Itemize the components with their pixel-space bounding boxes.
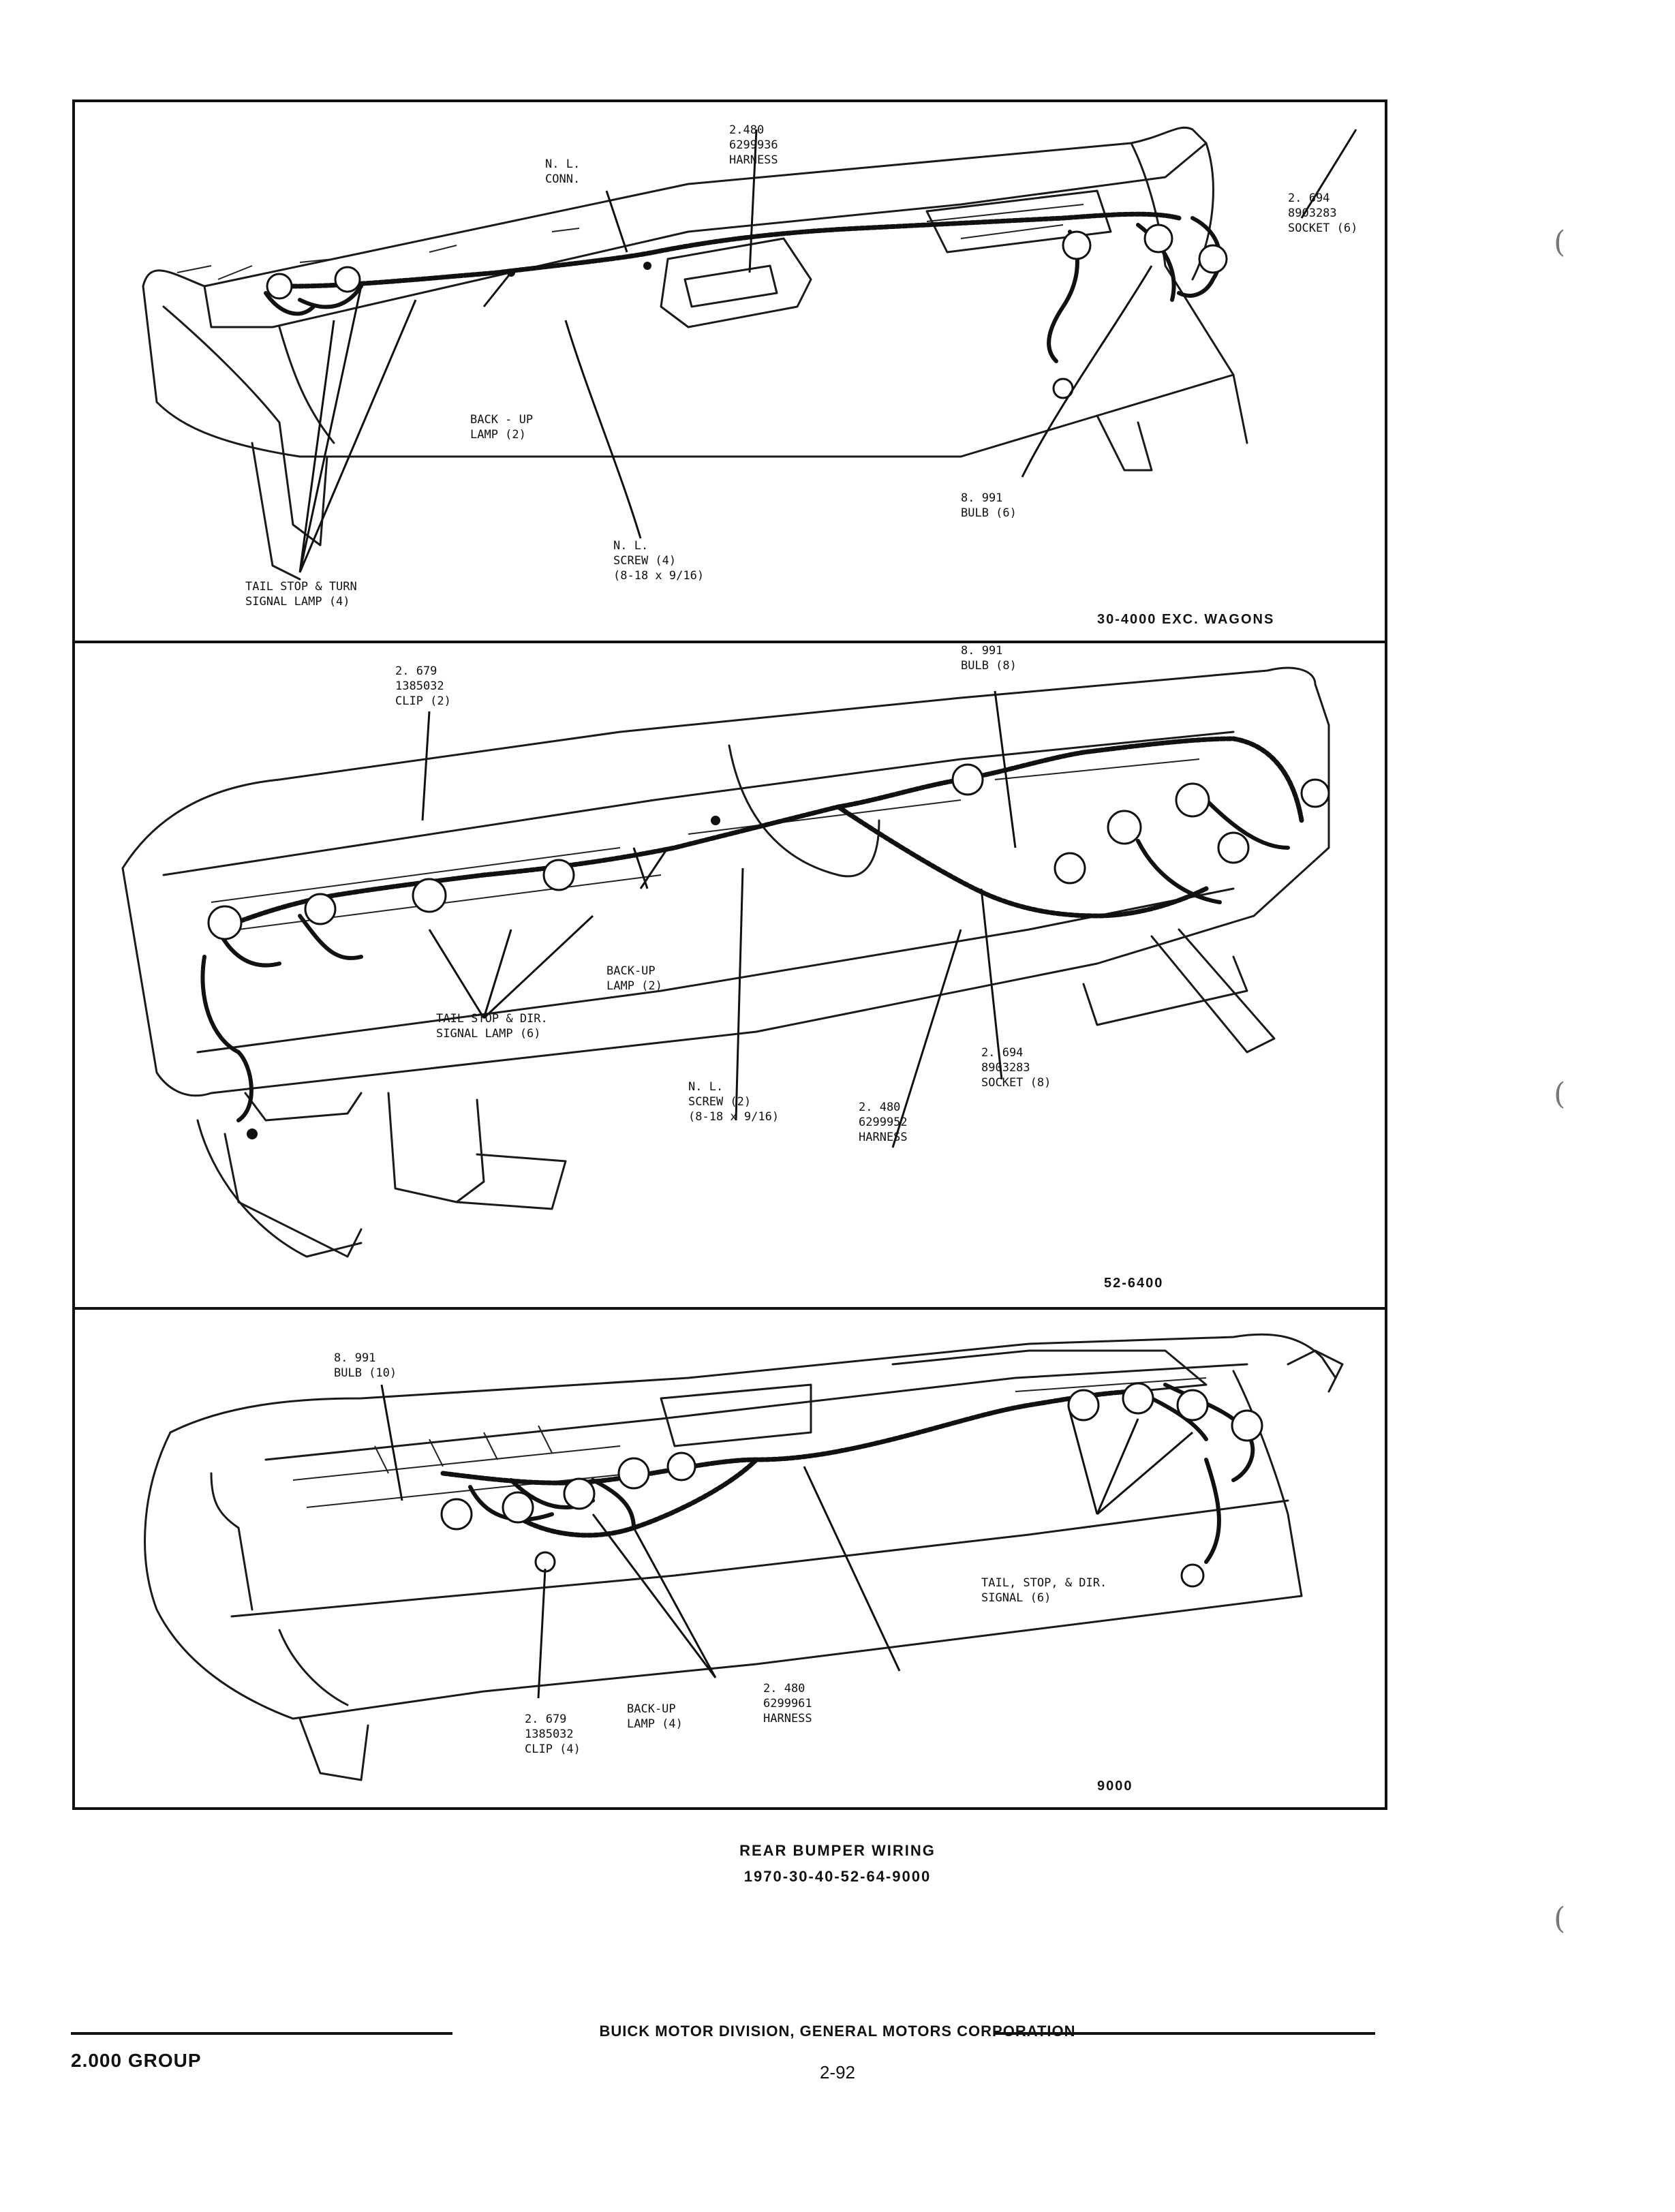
socket-label: 2. 694 8903283 SOCKET (8) (981, 1046, 1051, 1090)
socket-label: 2. 694 8903283 SOCKET (6) (1288, 191, 1358, 235)
backup-lamp-label: BACK-UP LAMP (2) (606, 964, 662, 993)
figure-frame (72, 99, 1387, 1810)
clip-label: 2. 679 1385032 CLIP (4) (525, 1712, 581, 1756)
panel-30-4000: 2.480 6299936 HARNESS N. L. CONN. 2. 694… (75, 102, 1385, 641)
model-code: 52-6400 (1104, 1276, 1164, 1291)
binder-hole-mark: ( (1554, 1901, 1566, 1936)
footer-organization: BUICK MOTOR DIVISION, GENERAL MOTORS COR… (599, 2023, 1076, 2040)
bulb-label: 8. 991 BULB (8) (961, 644, 1017, 673)
panel-9000: 8. 991 BULB (10) TAIL, STOP, & DIR. SIGN… (75, 1310, 1385, 1807)
harness-label: 2. 480 6299952 HARNESS (859, 1101, 908, 1144)
nl-screw-label: N. L. SCREW (2) (8-18 x 9/16) (688, 1080, 780, 1124)
nl-screw-label: N. L. SCREW (4) (8-18 x 9/16) (613, 539, 705, 583)
footer-rule-right (995, 2032, 1375, 2035)
tail-stop-turn-label: TAIL STOP & TURN SIGNAL LAMP (4) (245, 580, 357, 609)
panel-52-6400: 2. 679 1385032 CLIP (2) 8. 991 BULB (8) … (75, 643, 1385, 1307)
clip-label: 2. 679 1385032 CLIP (2) (395, 664, 451, 708)
backup-lamp-label: BACK - UP LAMP (2) (470, 413, 534, 442)
harness-label: 2.480 6299936 HARNESS (729, 123, 778, 167)
figure-caption-models: 1970-30-40-52-64-9000 (743, 1868, 932, 1885)
footer-rule-left (71, 2032, 452, 2035)
panel-divider-2 (72, 1307, 1387, 1310)
bumper-drawing-9000 (144, 1333, 1344, 1781)
backup-lamp-label: BACK-UP LAMP (4) (627, 1702, 683, 1731)
bumper-drawing-52-6400 (121, 666, 1330, 1258)
bulb-label: 8. 991 BULB (10) (334, 1351, 397, 1380)
model-code: 30-4000 EXC. WAGONS (1097, 612, 1275, 627)
binder-hole-mark: ( (1554, 1077, 1566, 1111)
page-number: 2-92 (819, 2062, 856, 2083)
tail-stop-dir-label: TAIL STOP & DIR. SIGNAL LAMP (6) (436, 1012, 548, 1041)
figure-caption-title: REAR BUMPER WIRING (739, 1842, 936, 1859)
nl-conn-label: N. L. CONN. (545, 157, 581, 186)
model-code: 9000 (1097, 1779, 1133, 1794)
panel-divider-1 (72, 641, 1387, 643)
tail-stop-dir-label: TAIL, STOP, & DIR. SIGNAL (6) (981, 1576, 1107, 1605)
binder-hole-mark: ( (1554, 225, 1566, 260)
bulb-label: 8. 991 BULB (6) (961, 491, 1017, 520)
harness-label: 2. 480 6299961 HARNESS (763, 1682, 812, 1725)
bumper-drawing-30-4000 (142, 126, 1357, 581)
footer-group: 2.000 GROUP (71, 2050, 202, 2071)
